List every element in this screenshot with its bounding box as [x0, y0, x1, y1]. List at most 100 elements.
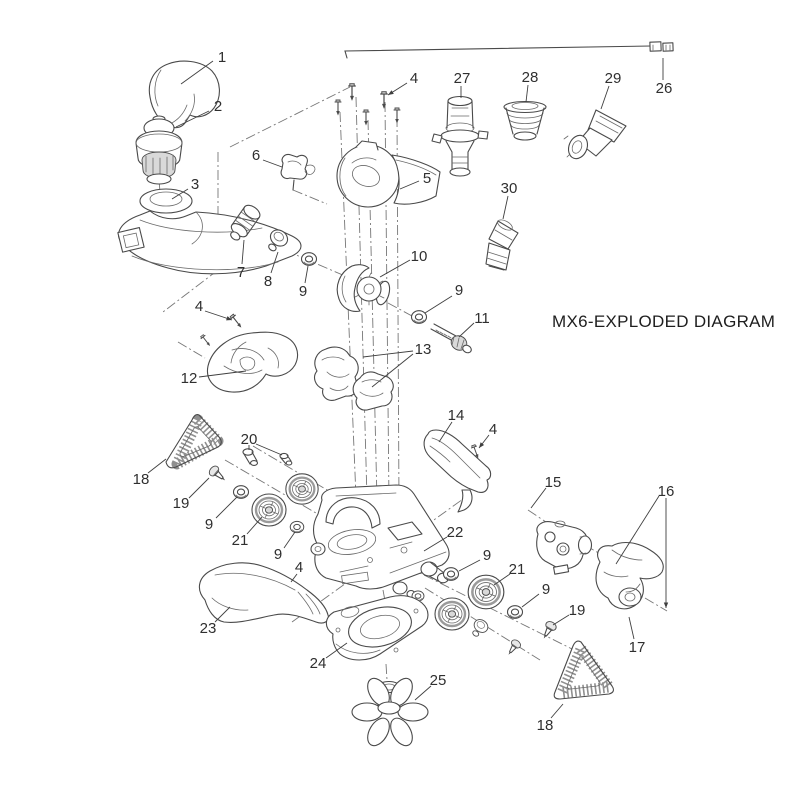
part-6-clip	[280, 154, 316, 191]
part-label-16-30: 16	[658, 483, 675, 500]
part-13-body-half-right	[352, 371, 394, 411]
part-17-side-plate-right	[595, 541, 664, 610]
leader-line-9-13-0	[304, 265, 309, 284]
part-10-cam	[336, 264, 391, 312]
leader-line-7-11-0	[241, 239, 245, 265]
leader-line-3-2-0	[171, 188, 189, 200]
part-label-4-28: 4	[489, 421, 497, 438]
part-label-6-8: 6	[252, 147, 260, 164]
part-9-bushing-e	[442, 567, 460, 581]
part-label-7-11: 7	[237, 264, 245, 281]
part-18-track-right	[553, 640, 615, 700]
leader-line-5-9-0	[399, 180, 420, 190]
part-7-valve	[230, 204, 261, 241]
leader-line-13-19-0	[362, 350, 414, 358]
part-21-pulley-right-b	[433, 596, 471, 632]
leader-line-18-40-0	[550, 703, 564, 719]
part-9-bushing-c	[232, 485, 250, 499]
part-11-axle-bolt	[430, 323, 472, 354]
part-19-screw-right-lower	[503, 637, 523, 659]
part-15-motor-assembly	[536, 520, 593, 575]
part-30-elbow-fitting	[485, 219, 519, 271]
part-label-15-29: 15	[545, 474, 562, 491]
part-19-screw-right	[538, 619, 559, 642]
part-label-30-10: 30	[501, 180, 518, 197]
part-3-top-housing	[117, 188, 302, 275]
part-29-elbow-45	[563, 109, 627, 160]
leader-line-18-20-0	[147, 458, 167, 474]
part-21-pulley-right-a	[466, 573, 506, 611]
part-28-hose-cuff	[503, 100, 547, 141]
part-label-10-14: 10	[411, 248, 428, 265]
leader-line-9-15-0	[424, 295, 453, 314]
part-label-21-33: 21	[509, 561, 526, 578]
leader-line-9-34-0	[521, 593, 540, 608]
part-label-9-15: 9	[455, 282, 463, 299]
leader-line-1-0-0	[180, 60, 214, 85]
part-2-flow-regulator	[135, 115, 183, 185]
part-18-track-left	[165, 414, 224, 470]
part-label-25-38: 25	[430, 672, 447, 689]
part-label-4-3: 4	[410, 70, 418, 87]
part-label-19-22: 19	[173, 495, 190, 512]
part-23-fender-left	[198, 562, 329, 624]
part-label-27-4: 27	[454, 70, 471, 87]
leader-line-15-29-0	[530, 487, 547, 509]
leader-arrowhead-4-28	[479, 442, 485, 448]
leader-line-25-38-0	[414, 685, 432, 701]
part-label-22-31: 22	[447, 524, 464, 541]
part-27-hose-adapter	[431, 95, 489, 177]
part-label-18-20: 18	[133, 471, 150, 488]
part-label-3-2: 3	[191, 176, 199, 193]
leader-line-29-6-0	[600, 85, 610, 110]
part-label-9-13: 9	[299, 283, 307, 300]
part-label-4-26: 4	[295, 559, 303, 576]
part-1-top-cap	[148, 60, 220, 129]
part-22-chassis	[310, 484, 450, 599]
part-label-11-16: 11	[474, 310, 490, 327]
leader-line-28-5-0	[525, 84, 529, 103]
leader-line-24-37-0	[325, 642, 348, 659]
part-9-bushing-f	[506, 605, 524, 619]
leader-line-8-12-0	[270, 251, 279, 274]
part-14-side-vane	[423, 429, 492, 513]
part-label-8-12: 8	[264, 273, 272, 290]
leader-line-12-18-0	[198, 370, 247, 378]
leader-line-14-27-0	[438, 421, 453, 443]
part-9-bushing-d	[289, 520, 305, 534]
leader-line-6-8-0	[262, 159, 283, 168]
part-label-12-18: 12	[181, 370, 198, 387]
part-label-24-37: 24	[310, 655, 327, 672]
part-label-9-34: 9	[542, 581, 550, 598]
diagram-title: MX6-EXPLODED DIAGRAM	[552, 312, 776, 331]
leader-line-4-26-0	[290, 573, 298, 583]
leader-line-23-36-0	[214, 606, 231, 623]
leader-line-21-33-0	[493, 573, 511, 586]
part-label-18-40: 18	[537, 717, 554, 734]
leader-line-30-10-0	[502, 195, 509, 220]
part-label-4-17: 4	[195, 298, 203, 315]
part-label-17-39: 17	[629, 639, 646, 656]
part-label-1-0: 1	[218, 49, 226, 66]
part-8-cap-lower	[468, 616, 491, 641]
part-20-pins	[242, 448, 293, 466]
leader-line-9-32-0	[458, 559, 481, 572]
leader-line-17-39-0	[628, 616, 635, 640]
leader-line-2-1-0	[175, 110, 210, 128]
leader-arrowhead-4-17	[226, 316, 232, 321]
leader-line-9-23-0	[215, 496, 238, 519]
part-24-bottom-plate	[325, 595, 429, 661]
leader-line-13-19-1	[371, 353, 414, 388]
leader-line-19-22-0	[188, 477, 210, 499]
leader-line-16-30-0	[615, 495, 660, 565]
part-26-float-line	[344, 41, 674, 59]
part-12-wheel-housing-left	[206, 331, 299, 393]
part-label-23-36: 23	[200, 620, 217, 637]
part-label-9-23: 9	[205, 516, 213, 533]
parts-layer	[117, 41, 674, 747]
leader-arrowhead-16-30	[663, 602, 669, 608]
leader-line-10-14-0	[379, 259, 411, 278]
